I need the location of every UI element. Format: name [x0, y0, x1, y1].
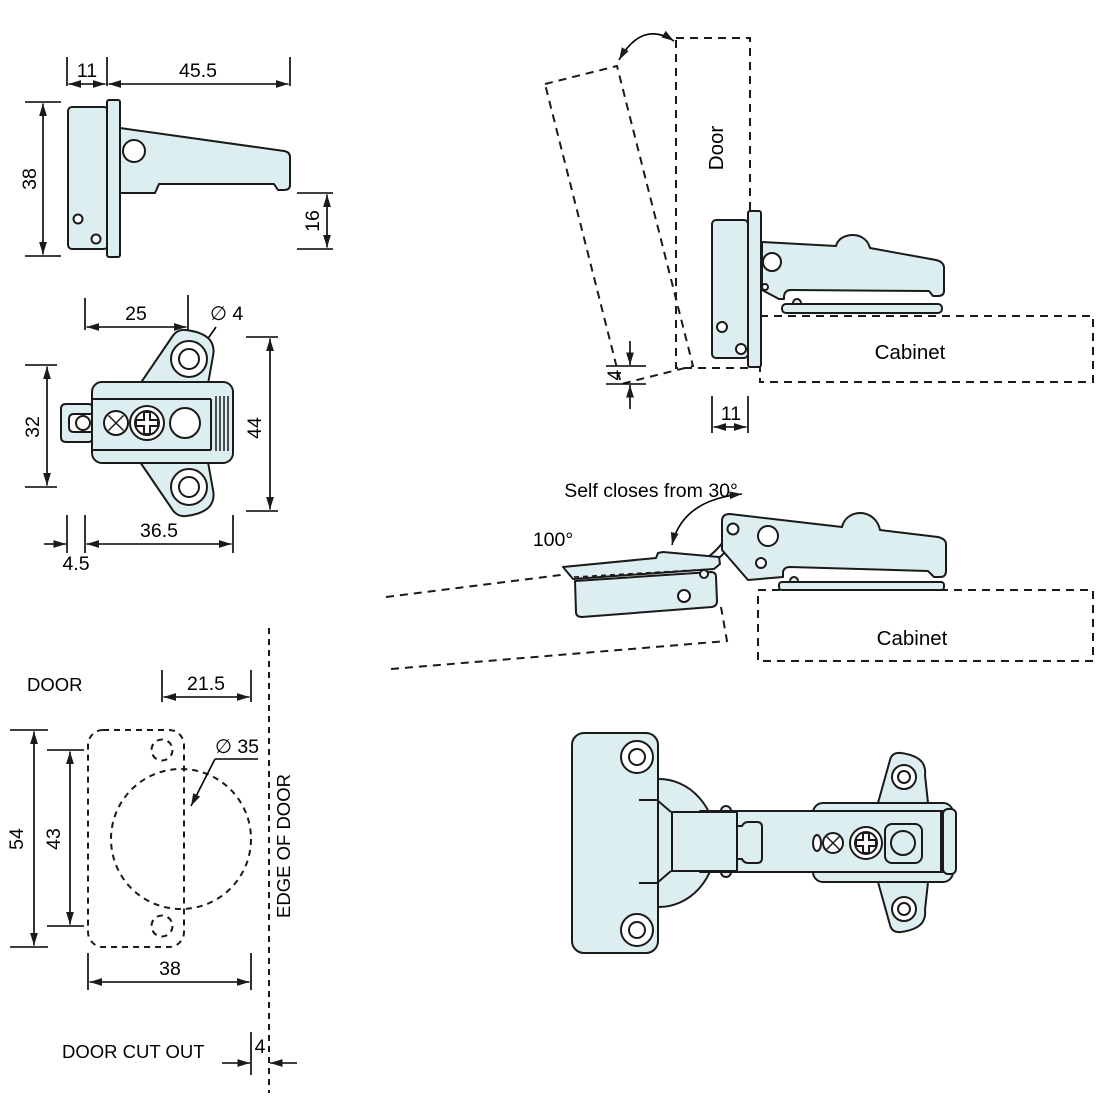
dim-overlay-gap-label: 4 [604, 369, 626, 380]
dim-body-width-label: 36.5 [140, 520, 178, 542]
screw-hole-top-outline [150, 738, 174, 762]
dim-edge-gap-label: 4 [255, 1036, 266, 1058]
cutout-outline [87, 729, 185, 948]
cabinet-label-open: Cabinet [877, 627, 948, 650]
hinge-top-view [571, 732, 957, 954]
end-cap [942, 808, 957, 875]
door-cutout-view: DOOR EDGE OF DOOR 21.5 ∅ 35 54 43 38 4 D… [6, 628, 297, 1093]
door-outline [675, 37, 751, 369]
open-angle-label: 100° [533, 529, 573, 551]
dim-body-height-label: 32 [22, 416, 44, 438]
self-close-arc-arrow [670, 491, 743, 546]
dim-hole-offset-label: 25 [125, 303, 147, 325]
door-plate-closed [711, 219, 749, 359]
door-label-closed: Door [705, 126, 728, 171]
base-strip-open [778, 581, 945, 591]
hinge-arm-shape [119, 127, 291, 194]
hinge-arm-open [721, 512, 947, 581]
edge-of-door-label: EDGE OF DOOR [273, 774, 294, 918]
cabinet-label-closed: Cabinet [875, 341, 946, 364]
open-door-cup [574, 571, 718, 618]
door-plate-shape [67, 106, 109, 250]
door-cut-out-label: DOOR CUT OUT [62, 1041, 205, 1062]
dim-outer-height-label: 54 [6, 828, 28, 850]
cup-hole-outline [110, 768, 252, 910]
cabinet-outline-closed [759, 315, 1094, 383]
hole-diameter-label: ∅ 4 [210, 303, 243, 325]
side-view: 11 45.5 38 16 [19, 57, 333, 258]
dim-arm-length-label: 45.5 [179, 60, 217, 82]
dim-cutout-width-label: 38 [159, 958, 181, 980]
open-door-outline-top [385, 574, 562, 598]
cup-diameter-label: ∅ 35 [215, 736, 259, 758]
dim-plate-height-44-label: 44 [244, 417, 266, 439]
adjustment-tab [736, 821, 763, 864]
dim-plate-depth-closed-label: 11 [721, 403, 741, 425]
open-door-outline-bottom [390, 606, 729, 670]
door-ajar-outline [543, 64, 695, 386]
door-plate-top-view [571, 732, 659, 954]
dim-plate-height-label: 38 [19, 168, 41, 190]
door-label: DOOR [27, 674, 83, 695]
arm-socket-top-view [671, 811, 738, 872]
cabinet-outline-open [757, 589, 1094, 662]
dim-screw-spacing-label: 43 [43, 828, 65, 850]
dim-hole-inset-label: 21.5 [187, 673, 225, 695]
dim-arm-end-height-label: 16 [302, 210, 324, 232]
flange-closed [747, 210, 762, 368]
open-view: Self closes from 30° 100° Cabinet [385, 480, 1094, 670]
base-strip-closed [781, 303, 943, 314]
screw-hole-bottom-outline [150, 914, 174, 938]
dim-clip-offset-label: 4.5 [62, 553, 89, 575]
closed-mounted-view: Door Cabinet 4 11 [543, 30, 1094, 433]
swing-arc-arrow [618, 30, 675, 61]
self-close-label: Self closes from 30° [564, 480, 738, 502]
open-door-flange [562, 551, 721, 580]
hinge-arm-closed [761, 234, 945, 300]
dim-plate-depth-label: 11 [77, 60, 97, 82]
flange-shape [106, 99, 121, 258]
mounting-plate-view: 25 ∅ 4 44 32 36.5 4.5 [22, 295, 278, 575]
